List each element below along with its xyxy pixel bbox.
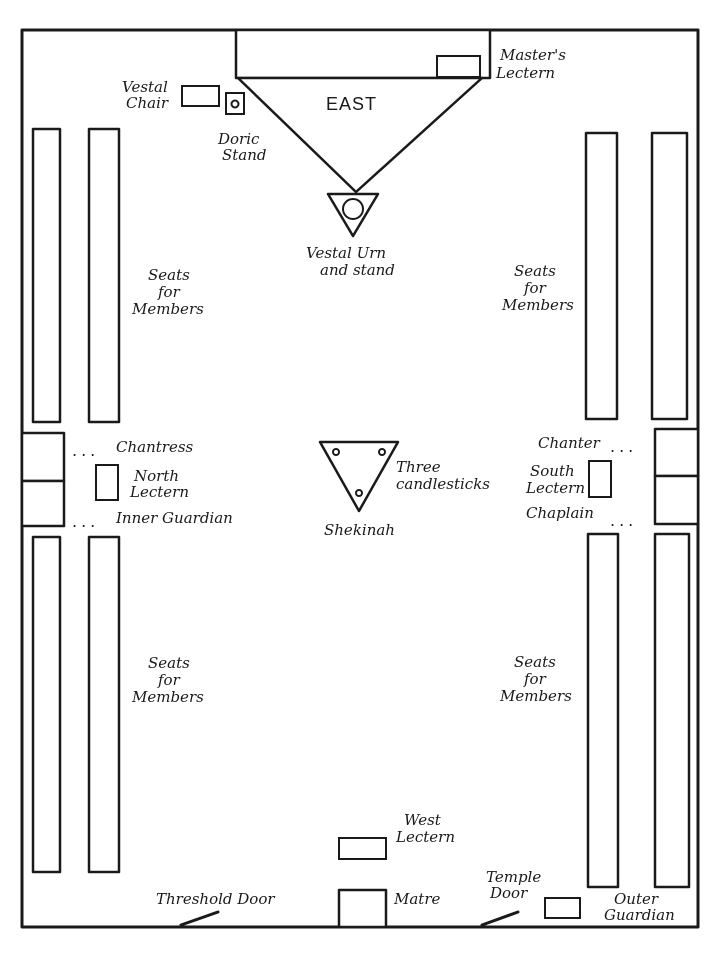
threshold-door — [179, 910, 220, 927]
south-lectern-label-1: South — [530, 462, 575, 480]
chantress-label: Chantress — [116, 438, 194, 456]
seats-south-upper-label-1: Seats — [514, 262, 556, 280]
seats-north-upper-label-1: Seats — [148, 266, 190, 284]
inner-guardian-seat — [20, 479, 66, 528]
east-triangle — [236, 76, 484, 194]
doric-stand-marker — [230, 99, 240, 109]
doric-stand-label-2: Stand — [222, 146, 267, 164]
masters-lectern — [436, 55, 481, 78]
inner-guardian-label: Inner Guardian — [115, 509, 233, 527]
chaplain-label: Chaplain — [526, 504, 594, 522]
seats-south-lower-row-2 — [653, 532, 691, 889]
threshold-door-label: Threshold Door — [156, 890, 275, 908]
north-lectern-label-1: North — [133, 467, 179, 485]
east-label: EAST — [326, 94, 377, 114]
masters-lectern-label-1: Master's — [499, 46, 566, 64]
doric-stand-label-1: Doric — [217, 130, 260, 148]
vestal-chair — [181, 85, 220, 107]
chaplain-seat — [653, 474, 700, 526]
three-candlesticks-label-1: Three — [396, 458, 441, 476]
north-lectern — [95, 464, 119, 501]
masters-lectern-label-2: Lectern — [495, 64, 555, 82]
west-lectern-label-2: Lectern — [395, 828, 455, 846]
outer-guardian-label-2: Guardian — [604, 906, 675, 924]
shekinah-label: Shekinah — [324, 521, 395, 539]
chanter-seat — [653, 427, 700, 478]
vestal-chair-label-1: Vestal — [122, 78, 168, 96]
temple-door — [480, 910, 520, 927]
seats-south-lower-label-1: Seats — [514, 653, 556, 671]
three-candlesticks-label-2: candlesticks — [396, 475, 490, 493]
seats-north-lower-label-3: Members — [131, 688, 204, 706]
seats-north-upper-label-2: for — [157, 283, 181, 301]
outer-guardian-seat — [544, 897, 581, 919]
candlestick-1 — [332, 448, 340, 456]
chaplain-dots: ... — [610, 511, 637, 530]
seats-south-lower-row-1 — [586, 532, 620, 889]
west-lectern-label-1: West — [404, 811, 442, 829]
south-lectern — [588, 460, 612, 498]
seats-south-lower-label-2: for — [523, 670, 547, 688]
seats-south-lower-label-3: Members — [499, 687, 572, 705]
seats-north-upper-row-2 — [87, 127, 121, 424]
vestal-urn — [342, 198, 364, 220]
chantress-dots: ... — [72, 441, 99, 460]
temple-door-label-2: Door — [489, 884, 528, 902]
seats-north-lower-label-2: for — [157, 671, 181, 689]
candlestick-3 — [355, 489, 363, 497]
seats-south-upper-row-2 — [650, 131, 689, 421]
seats-south-upper-label-2: for — [523, 279, 547, 297]
chanter-label: Chanter — [538, 434, 601, 452]
matre-seat — [337, 888, 388, 929]
vestal-urn-label-1: Vestal Urn — [306, 244, 386, 262]
south-lectern-label-2: Lectern — [525, 479, 585, 497]
shekinah-triangle — [318, 440, 400, 513]
north-lectern-label-2: Lectern — [129, 483, 189, 501]
seats-south-upper-label-3: Members — [501, 296, 574, 314]
vestal-urn-label-2: and stand — [320, 261, 395, 279]
vestal-chair-label-2: Chair — [126, 94, 169, 112]
seats-north-lower-label-1: Seats — [148, 654, 190, 672]
seats-north-lower-row-2 — [87, 535, 121, 874]
chantress-seat — [20, 431, 66, 483]
candlestick-2 — [378, 448, 386, 456]
chanter-dots: ... — [610, 437, 637, 456]
seats-north-upper-row-1 — [31, 127, 62, 424]
west-lectern — [338, 837, 387, 860]
temple-door-label-1: Temple — [486, 868, 541, 886]
seats-south-upper-row-1 — [584, 131, 619, 421]
inner-guardian-dots: ... — [72, 512, 99, 531]
matre-label: Matre — [393, 890, 441, 908]
seats-north-upper-label-3: Members — [131, 300, 204, 318]
seats-north-lower-row-1 — [31, 535, 62, 874]
outer-guardian-label-1: Outer — [614, 890, 659, 908]
